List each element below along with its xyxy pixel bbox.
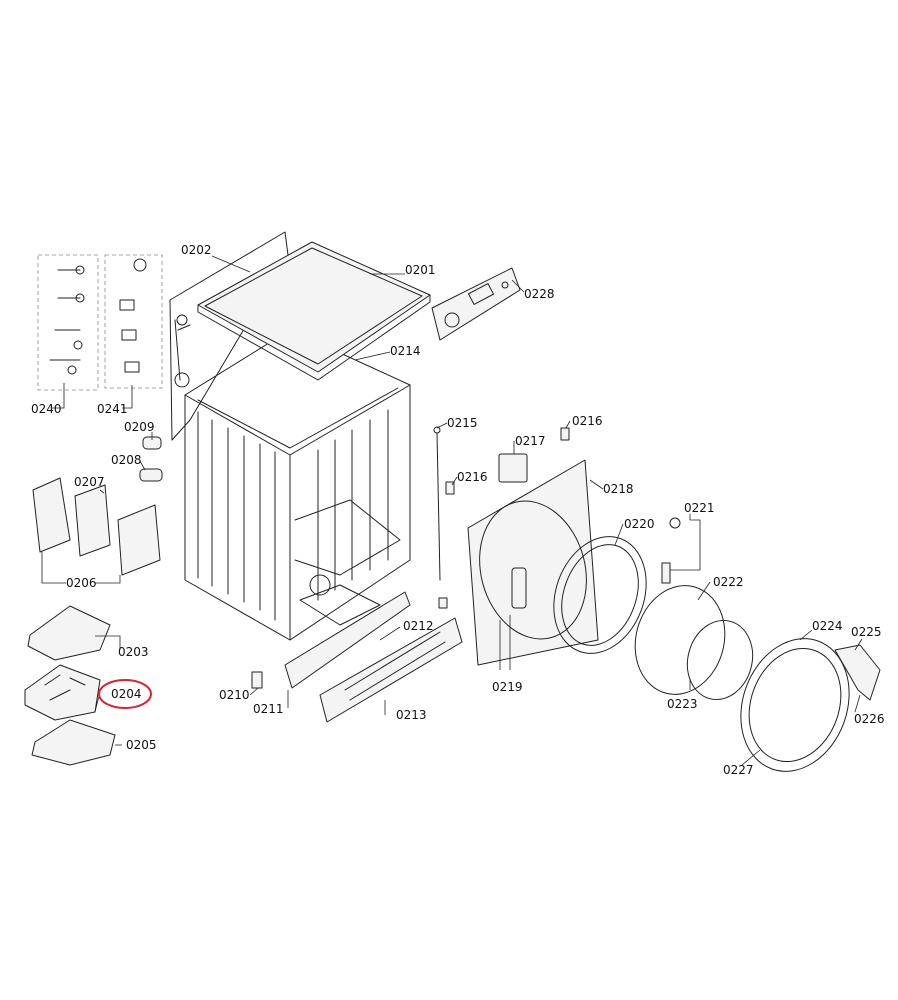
callout-0220: 0220 [624, 517, 655, 531]
callout-0215: 0215 [447, 416, 478, 430]
electronics-stack [24, 605, 116, 766]
control-panel [431, 267, 521, 341]
callout-0223: 0223 [667, 697, 698, 711]
front-panel [467, 459, 599, 666]
callout-0218: 0218 [603, 482, 634, 496]
callout-0221: 0221 [684, 501, 715, 515]
callout-0226: 0226 [854, 712, 885, 726]
callout-0219: 0219 [492, 680, 523, 694]
callout-0216-left: 0216 [457, 470, 488, 484]
callout-0213: 0213 [396, 708, 427, 722]
callout-0205: 0205 [126, 738, 157, 752]
callout-0209: 0209 [124, 420, 155, 434]
door-rings [553, 517, 881, 772]
callout-0228: 0228 [524, 287, 555, 301]
callout-0203: 0203 [118, 645, 149, 659]
callout-0224: 0224 [812, 619, 843, 633]
cabinet-body [169, 231, 411, 641]
control-modules [32, 477, 161, 576]
rod-and-clips [433, 426, 570, 609]
callout-0207: 0207 [74, 475, 105, 489]
door-lock [498, 453, 528, 483]
callout-0206: 0206 [66, 576, 97, 590]
callout-0212: 0212 [403, 619, 434, 633]
callout-labels: 0201 0202 0203 0204 0205 0206 0207 0208 … [31, 243, 885, 777]
callout-0214: 0214 [390, 344, 421, 358]
callout-0210: 0210 [219, 688, 250, 702]
callout-0202: 0202 [181, 243, 212, 257]
top-lid [197, 241, 431, 381]
callout-0227: 0227 [723, 763, 754, 777]
callout-0225: 0225 [851, 625, 882, 639]
highlight-circle-0204 [98, 679, 152, 709]
kickboard-parts [251, 591, 463, 723]
callout-0241: 0241 [97, 402, 128, 416]
callout-0208: 0208 [111, 453, 142, 467]
callout-0217: 0217 [515, 434, 546, 448]
callout-0216-top: 0216 [572, 414, 603, 428]
dashed-box-0240 [37, 254, 99, 391]
callout-0211: 0211 [253, 702, 284, 716]
dashed-box-0241 [104, 254, 163, 389]
callout-0240: 0240 [31, 402, 62, 416]
leader-lines [41, 255, 863, 766]
callout-0222: 0222 [713, 575, 744, 589]
callout-0201: 0201 [405, 263, 436, 277]
callout-0204: 0204 [111, 687, 142, 701]
suppressor-filters [139, 436, 163, 482]
